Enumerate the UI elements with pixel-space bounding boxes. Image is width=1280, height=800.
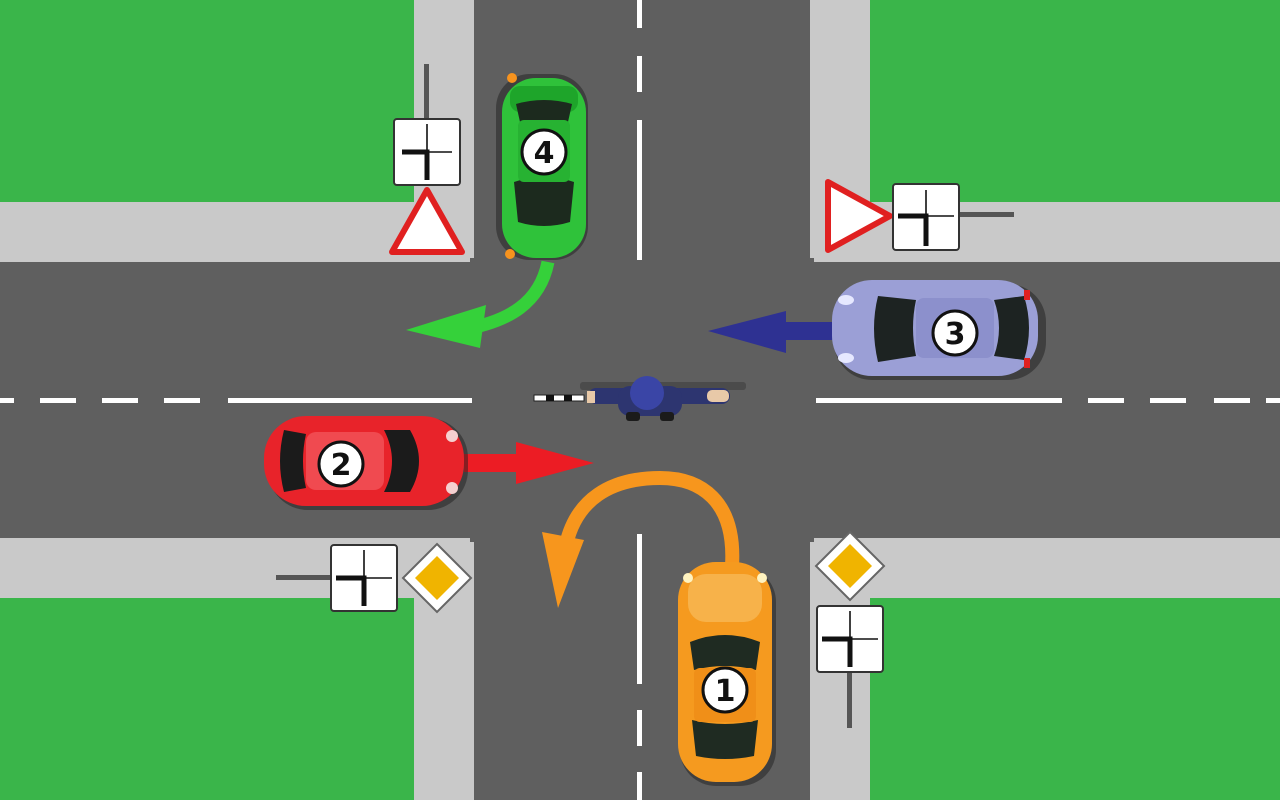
priority-road-sign-icon: [814, 530, 886, 602]
arrow-car-2: [464, 442, 594, 484]
arrow-car-3: [708, 311, 835, 353]
car-3[interactable]: 3: [832, 280, 1046, 380]
main-road-direction-plate-icon: [393, 118, 461, 186]
priority-road-sign-icon: [401, 542, 473, 614]
sign-group-bottom-right: [814, 530, 886, 728]
traffic-controller: [533, 376, 746, 421]
car-4[interactable]: 4: [496, 73, 588, 260]
car-2-number: 2: [331, 448, 352, 483]
car-1-number: 1: [715, 674, 736, 709]
car-2[interactable]: 2: [264, 416, 468, 510]
car-1[interactable]: 1: [678, 562, 776, 786]
sign-group-top-right: [825, 179, 1014, 253]
main-road-direction-plate-icon: [330, 544, 398, 612]
give-way-sign-icon: [825, 179, 893, 253]
sign-group-bottom-left: [276, 542, 473, 614]
main-road-direction-plate-icon: [892, 183, 960, 251]
main-road-direction-plate-icon: [816, 605, 884, 673]
car-4-number: 4: [534, 136, 555, 171]
sign-group-top-left: [389, 64, 465, 255]
baton-icon: [533, 394, 585, 402]
arrow-car-4: [406, 260, 555, 348]
arrow-car-1: [542, 470, 740, 608]
car-3-number: 3: [945, 317, 966, 352]
give-way-sign-icon: [389, 187, 465, 255]
